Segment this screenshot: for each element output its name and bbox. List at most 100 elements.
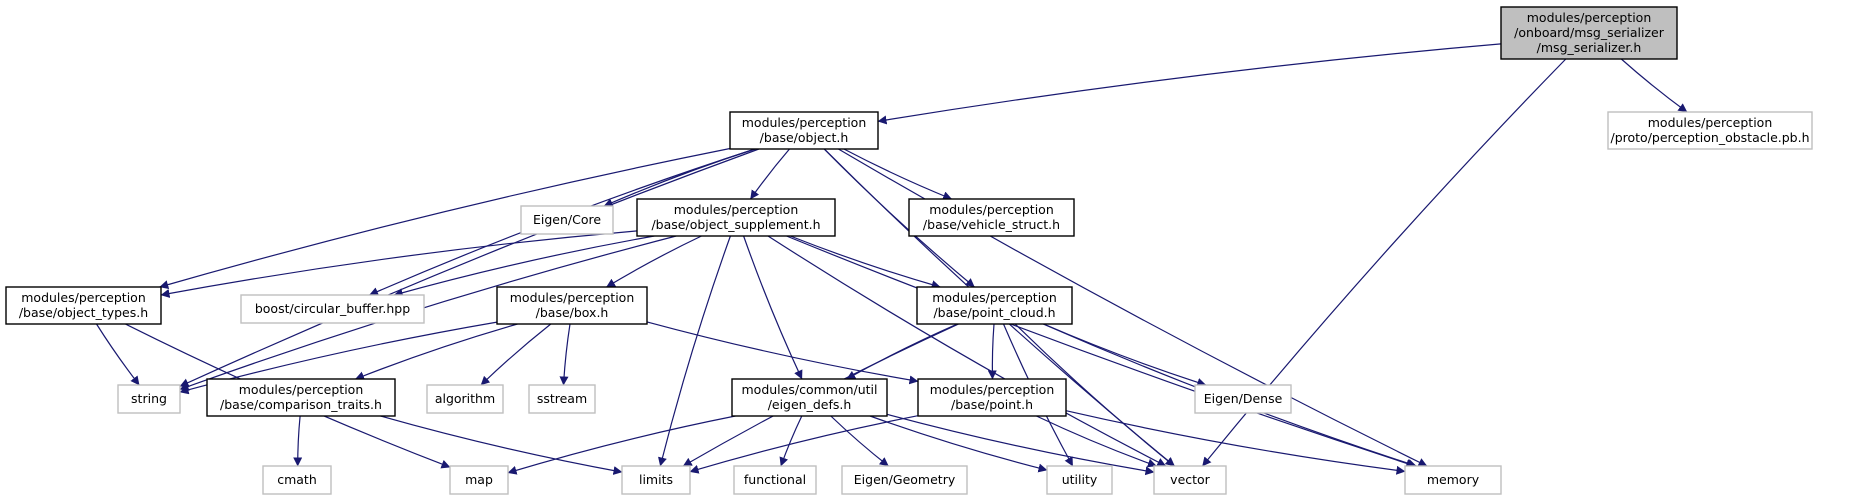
node-label-vehicle_struct-line-1: /base/vehicle_struct.h <box>923 217 1060 232</box>
node-label-object_supplement-line-0: modules/perception <box>674 202 799 217</box>
node-label-point-line-1: /base/point.h <box>951 397 1033 412</box>
node-vehicle_struct[interactable]: modules/perception/base/vehicle_struct.h <box>908 198 1075 237</box>
node-box-object_types <box>5 286 162 325</box>
node-label-algorithm-line-0: algorithm <box>435 391 495 406</box>
node-functional: functional <box>733 465 817 495</box>
node-label-limits-line-0: limits <box>639 472 673 487</box>
node-label-comparison_traits-line-1: /base/comparison_traits.h <box>220 397 382 412</box>
node-box-object <box>729 111 879 150</box>
node-vector: vector <box>1153 465 1227 495</box>
node-box-comparison_traits <box>206 378 396 417</box>
node-box-point <box>917 378 1067 417</box>
node-box-point_cloud <box>916 286 1073 325</box>
edge-object_supplement-to-point_cloud <box>790 235 941 289</box>
node-label-object_types-line-1: /base/object_types.h <box>19 305 148 320</box>
node-cmath: cmath <box>262 465 332 495</box>
edge-object_supplement-to-box <box>606 235 702 288</box>
edge-object-to-string <box>179 148 760 387</box>
node-label-msg_serializer-line-2: /msg_serializer.h <box>1537 40 1642 55</box>
edge-point_cloud-to-point <box>987 323 997 380</box>
node-box-vector <box>1153 465 1227 495</box>
node-eigen_core: Eigen/Core <box>520 205 614 235</box>
edge-eigen_defs-to-vector <box>886 413 1155 476</box>
node-object_supplement[interactable]: modules/perception/base/object_supplemen… <box>636 198 836 237</box>
node-box-eigen_geometry <box>841 465 968 495</box>
node-box-cmath <box>262 465 332 495</box>
node-string: string <box>117 384 181 414</box>
node-box-memory <box>1404 465 1502 495</box>
node-label-perception_obstacle_pb-line-1: /proto/perception_obstacle.pb.h <box>1610 130 1809 145</box>
node-label-msg_serializer-line-1: /onboard/msg_serializer <box>1514 25 1665 40</box>
node-box-eigen_dense <box>1194 384 1292 414</box>
edge-eigen_defs-to-utility <box>869 415 1048 473</box>
node-box-eigen_core <box>520 205 614 235</box>
node-box-limits <box>621 465 691 495</box>
node-comparison_traits[interactable]: modules/perception/base/comparison_trait… <box>206 378 396 417</box>
edge-point_cloud-to-eigen_defs <box>846 323 958 380</box>
edge-object_supplement-to-circular_buffer <box>393 235 655 298</box>
node-object_types[interactable]: modules/perception/base/object_types.h <box>5 286 162 325</box>
node-sstream: sstream <box>528 384 596 414</box>
node-label-sstream-line-0: sstream <box>537 391 587 406</box>
edge-eigen_defs-to-eigen_geometry <box>830 415 889 467</box>
edge-object_supplement-to-limits <box>658 235 731 467</box>
node-label-cmath-line-0: cmath <box>277 472 317 487</box>
edge-object_supplement-to-memory <box>786 235 1416 468</box>
edge-msg_serializer-to-perception_obstacle_pb <box>1620 58 1688 113</box>
node-label-functional-line-0: functional <box>744 472 806 487</box>
edge-object_supplement-to-eigen_defs <box>743 235 803 380</box>
node-eigen_defs[interactable]: modules/common/util/eigen_defs.h <box>731 378 888 417</box>
edge-comparison_traits-to-limits <box>380 415 623 475</box>
node-box-sstream <box>528 384 596 414</box>
node-algorithm: algorithm <box>426 384 504 414</box>
edge-eigen_defs-to-map <box>507 415 736 475</box>
edge-object-to-memory <box>838 148 1428 467</box>
node-label-point-line-0: modules/perception <box>930 382 1055 397</box>
node-box-perception_obstacle_pb <box>1607 111 1813 150</box>
edge-object_supplement-to-object_types <box>160 230 638 298</box>
node-label-string-line-0: string <box>131 391 167 406</box>
node-circular_buffer: boost/circular_buffer.hpp <box>240 294 425 324</box>
edge-msg_serializer-to-object <box>877 43 1502 125</box>
node-label-eigen_core-line-0: Eigen/Core <box>533 212 601 227</box>
node-label-object_supplement-line-1: /base/object_supplement.h <box>651 217 820 232</box>
edge-object_supplement-to-vector <box>767 235 1167 467</box>
node-box-circular_buffer <box>240 294 425 324</box>
node-object[interactable]: modules/perception/base/object.h <box>729 111 879 150</box>
edge-point-to-vector <box>1036 415 1157 468</box>
node-label-eigen_defs-line-0: modules/common/util <box>742 382 878 397</box>
edge-point_cloud-to-vector <box>1014 323 1175 467</box>
node-point_cloud[interactable]: modules/perception/base/point_cloud.h <box>916 286 1073 325</box>
node-box-algorithm <box>426 384 504 414</box>
node-box-object_supplement <box>636 198 836 237</box>
edge-box-to-comparison_traits <box>355 323 518 381</box>
node-label-point_cloud-line-0: modules/perception <box>932 290 1057 305</box>
node-label-vehicle_struct-line-0: modules/perception <box>929 202 1054 217</box>
node-label-memory-line-0: memory <box>1427 472 1480 487</box>
node-box-functional <box>733 465 817 495</box>
node-label-box-line-1: /base/box.h <box>536 305 609 320</box>
nodes: modules/perception/onboard/msg_serialize… <box>5 6 1813 495</box>
node-msg_serializer[interactable]: modules/perception/onboard/msg_serialize… <box>1500 6 1678 60</box>
node-box-vehicle_struct <box>908 198 1075 237</box>
node-label-point_cloud-line-1: /base/point_cloud.h <box>933 305 1055 320</box>
node-label-box-line-0: modules/perception <box>510 290 635 305</box>
node-label-object_types-line-0: modules/perception <box>21 290 146 305</box>
node-label-circular_buffer-line-0: boost/circular_buffer.hpp <box>255 301 410 316</box>
edge-box-to-algorithm <box>480 323 552 386</box>
edge-object-to-object_supplement <box>750 148 790 200</box>
node-label-map-line-0: map <box>465 472 493 487</box>
edge-point-to-limits <box>689 415 919 474</box>
node-label-eigen_dense-line-0: Eigen/Dense <box>1204 391 1283 406</box>
node-eigen_geometry: Eigen/Geometry <box>841 465 968 495</box>
edge-object-to-object_types <box>159 147 731 289</box>
node-label-perception_obstacle_pb-line-0: modules/perception <box>1648 115 1773 130</box>
node-label-object-line-1: /base/object.h <box>760 130 849 145</box>
node-perception_obstacle_pb: modules/perception/proto/perception_obst… <box>1607 111 1813 150</box>
node-label-vector-line-0: vector <box>1170 472 1211 487</box>
edge-object-to-eigen_core <box>603 148 756 207</box>
node-box-msg_serializer <box>1500 6 1678 60</box>
node-box[interactable]: modules/perception/base/box.h <box>496 286 648 325</box>
node-point[interactable]: modules/perception/base/point.h <box>917 378 1067 417</box>
